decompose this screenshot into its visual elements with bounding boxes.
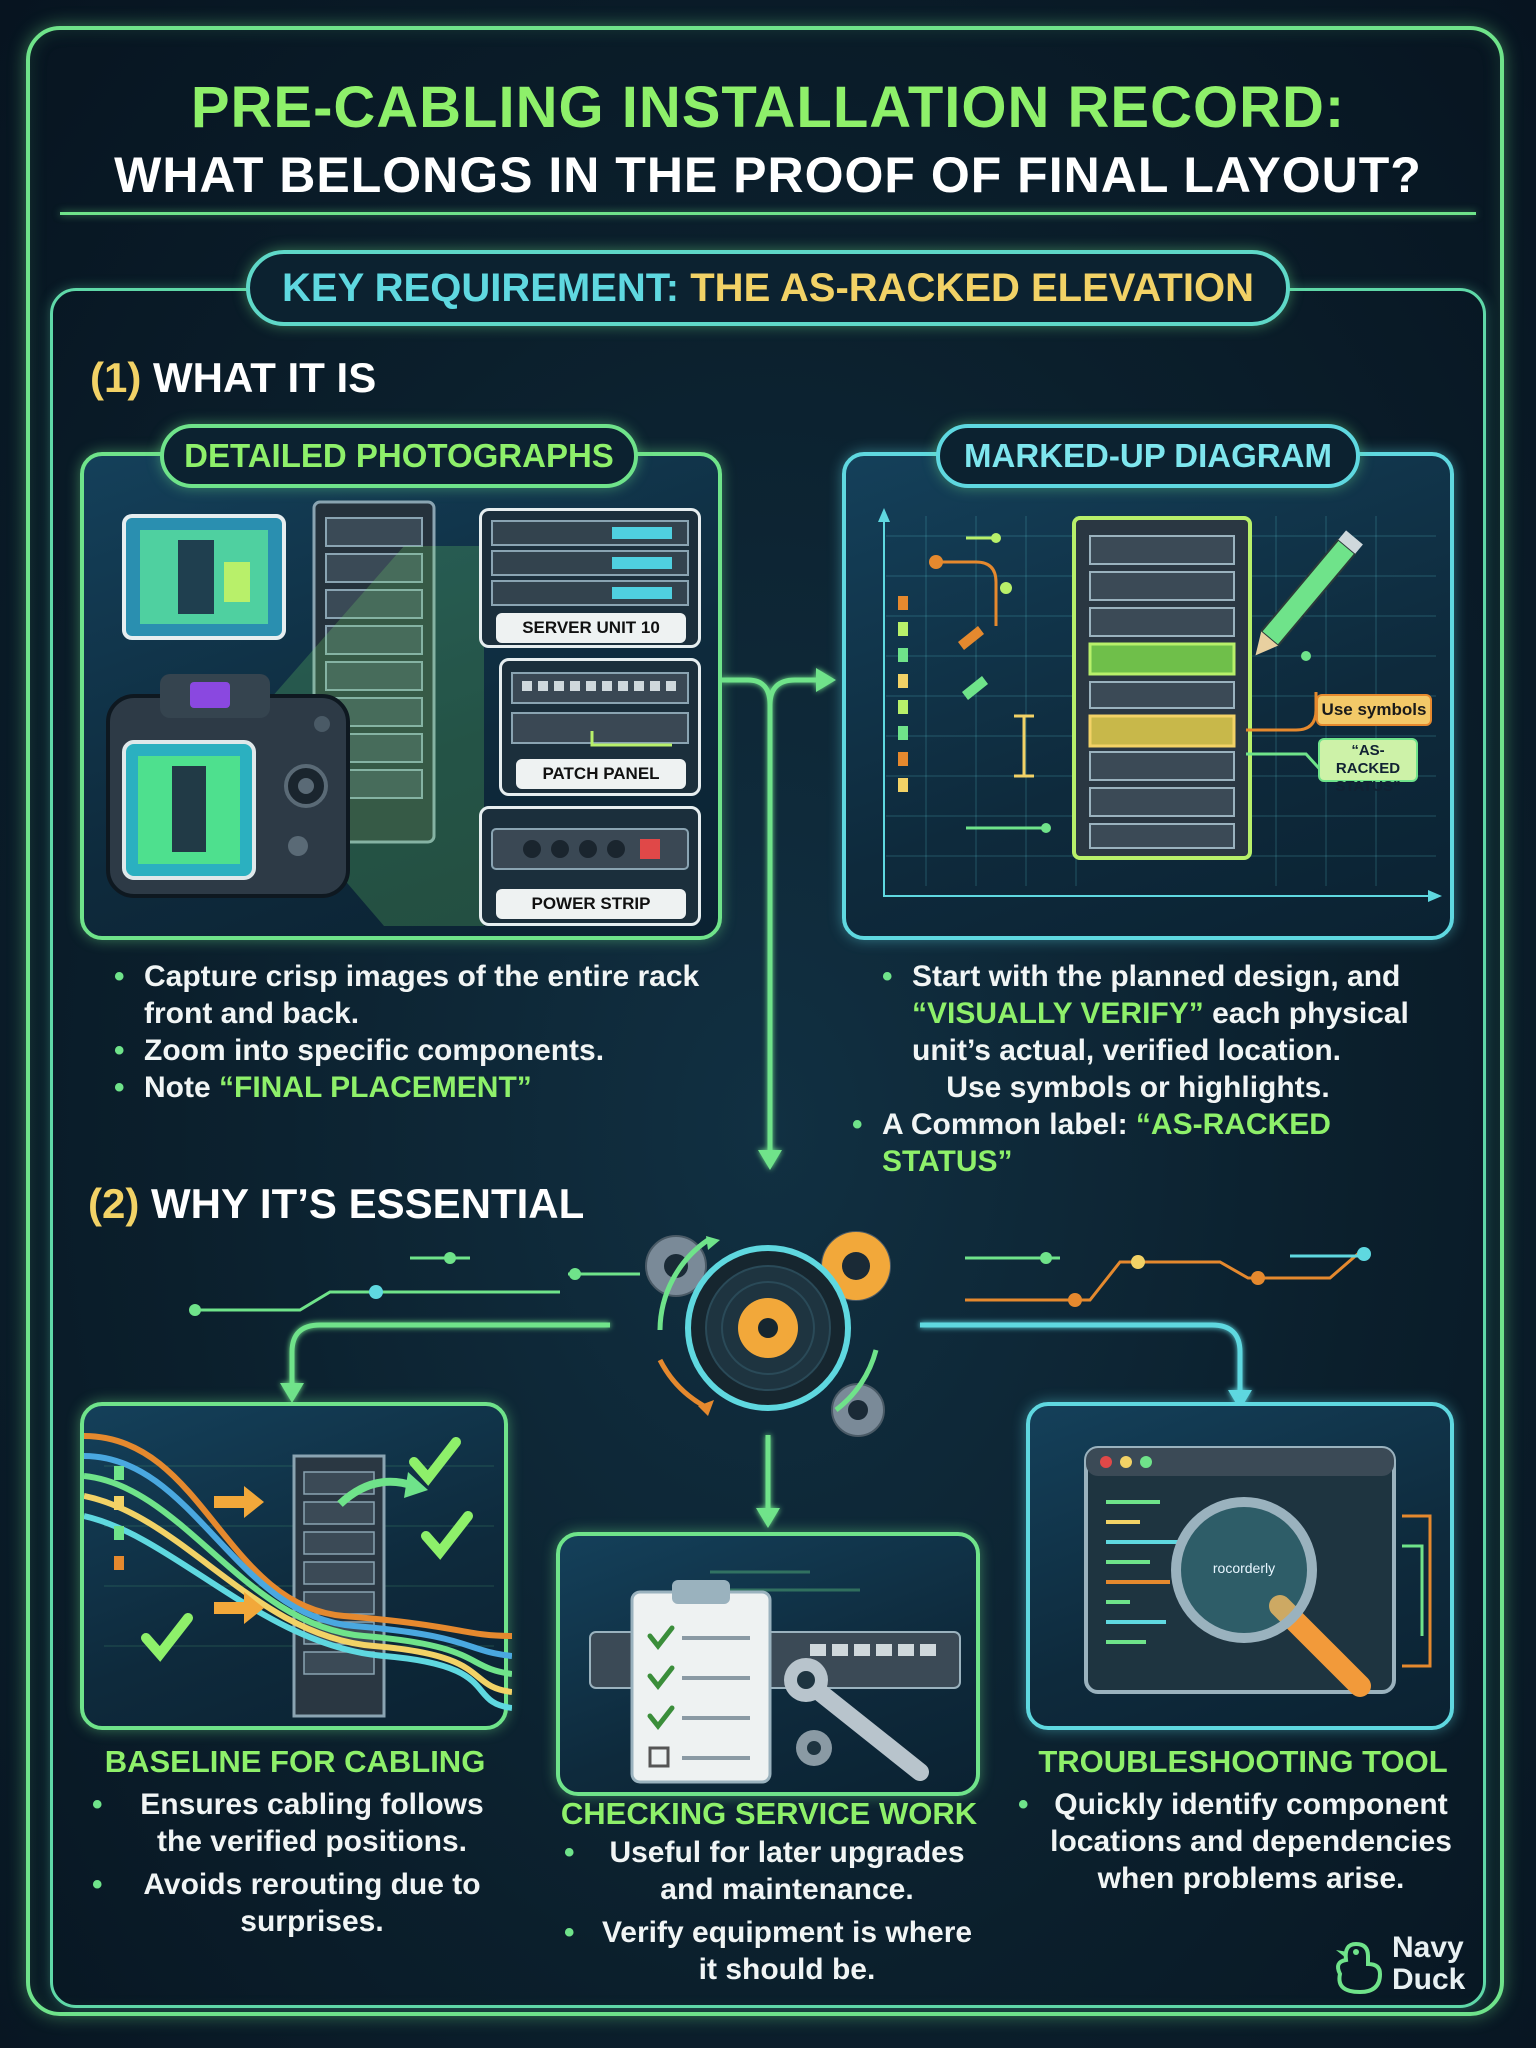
key-requirement-label: KEY REQUIREMENT: [282,266,680,310]
server-unit-closeup: SERVER UNIT 10 [479,508,701,648]
diagram-panel: Use symbols “AS-RACKED STATUS” [842,452,1454,940]
diagram-bullet-2-prefix: A Common label: [882,1108,1136,1141]
photographs-bullet-3: Note “FINAL PLACEMENT” [110,1069,710,1106]
diagram-title: MARKED-UP DIAGRAM [936,424,1360,488]
section1-title: WHAT IT IS [153,354,377,401]
section1-heading: (1) WHAT IT IS [90,354,376,402]
photographs-panel: SERVER UNIT 10 PATCH PANEL [80,452,722,940]
page-title-line2: WHAT BELONGS IN THE PROOF OF FINAL LAYOU… [114,147,1422,203]
diagram-bullet-2: A Common label: “AS-RACKED STATUS” [848,1106,1458,1180]
final-placement-highlight: “FINAL PLACEMENT” [219,1071,532,1104]
navy-duck-logo: Navy Duck [1326,1928,1496,2004]
service-bullet-2: Verify equipment is where it should be. [560,1914,980,1988]
patch-panel-label: PATCH PANEL [516,759,686,789]
photographs-bullet-1: Capture crisp images of the entire rack … [110,958,710,1032]
baseline-bullet-1: Ensures cabling follows the verified pos… [88,1786,502,1860]
patch-panel-icon [511,672,689,747]
logo-line1: Navy [1392,1931,1464,1964]
photographs-bullet-2: Zoom into specific components. [110,1032,710,1069]
record-hub-icon [645,1231,891,1437]
section2-heading: (2) WHY IT’S ESSENTIAL [88,1180,584,1228]
baseline-title: BASELINE FOR CABLING [104,1744,486,1779]
diagram-bullet-1-rest: each physical unit’s actual, verified lo… [912,997,1409,1067]
diagram-bullet-1-tail: Use symbols or highlights. [946,1071,1330,1104]
service-checklist-illustration [589,1570,961,1784]
duck-icon [1336,1941,1383,1995]
use-symbols-note: Use symbols [1316,694,1432,726]
baseline-panel [80,1402,512,1730]
power-strip-icon [491,828,689,870]
section1-number: (1) [90,354,142,401]
troubleshooting-title: TROUBLESHOOTING TOOL [1038,1744,1448,1779]
section2-number: (2) [88,1180,140,1227]
outer-frame [26,26,1504,2016]
section2-title: WHY IT’S ESSENTIAL [151,1180,585,1227]
power-strip-closeup: POWER STRIP [479,806,701,926]
magnifier-illustration [1084,1446,1432,1697]
troubleshooting-panel: rocorderly [1026,1402,1454,1730]
diagram-bullet-1-prefix: Start with the planned design, and [912,960,1401,993]
photographs-bullets: Capture crisp images of the entire rack … [110,958,710,1106]
service-bullet-1: Useful for later upgrades and maintenanc… [560,1834,980,1908]
service-panel [556,1532,980,1796]
patch-panel-closeup: PATCH PANEL [499,658,701,796]
rack-diagram-illustration [878,508,1442,902]
key-requirement-banner: KEY REQUIREMENT: THE AS-RACKED ELEVATION [246,250,1290,326]
photographs-bullet-3-prefix: Note [144,1071,219,1104]
key-requirement-value: THE AS-RACKED ELEVATION [690,266,1254,310]
power-strip-label: POWER STRIP [496,889,686,919]
photographs-title: DETAILED PHOTOGRAPHS [160,424,638,488]
logo-line2: Duck [1392,1963,1466,1996]
as-racked-status-note: “AS-RACKED STATUS” [1318,738,1418,795]
baseline-bullets: Ensures cabling follows the verified pos… [88,1786,502,1940]
server-unit-icon [491,520,689,606]
magnifier-label: rocorderly [1212,1560,1276,1576]
service-bullets: Useful for later upgrades and maintenanc… [560,1834,980,1988]
troubleshooting-bullet-1: Quickly identify component locations and… [1014,1786,1454,1897]
baseline-bullet-2: Avoids rerouting due to surprises. [88,1866,502,1940]
diagram-bullet-1: Start with the planned design, and “VISUA… [878,958,1458,1069]
troubleshooting-bullets: Quickly identify component locations and… [1014,1786,1454,1897]
page-title-line1: PRE-CABLING INSTALLATION RECORD: [190,75,1346,140]
service-title: CHECKING SERVICE WORK [560,1796,978,1831]
cable-routing-illustration [84,1433,512,1718]
diagram-bullets: Start with the planned design, and “VISUA… [852,958,1458,1180]
title-divider [60,212,1476,215]
as-racked-status-highlight: “AS-RACKED STATUS” [882,1108,1331,1178]
camera-illustration [106,500,484,926]
server-unit-label: SERVER UNIT 10 [496,613,686,643]
visually-verify-highlight: “VISUALLY VERIFY” [912,997,1204,1030]
